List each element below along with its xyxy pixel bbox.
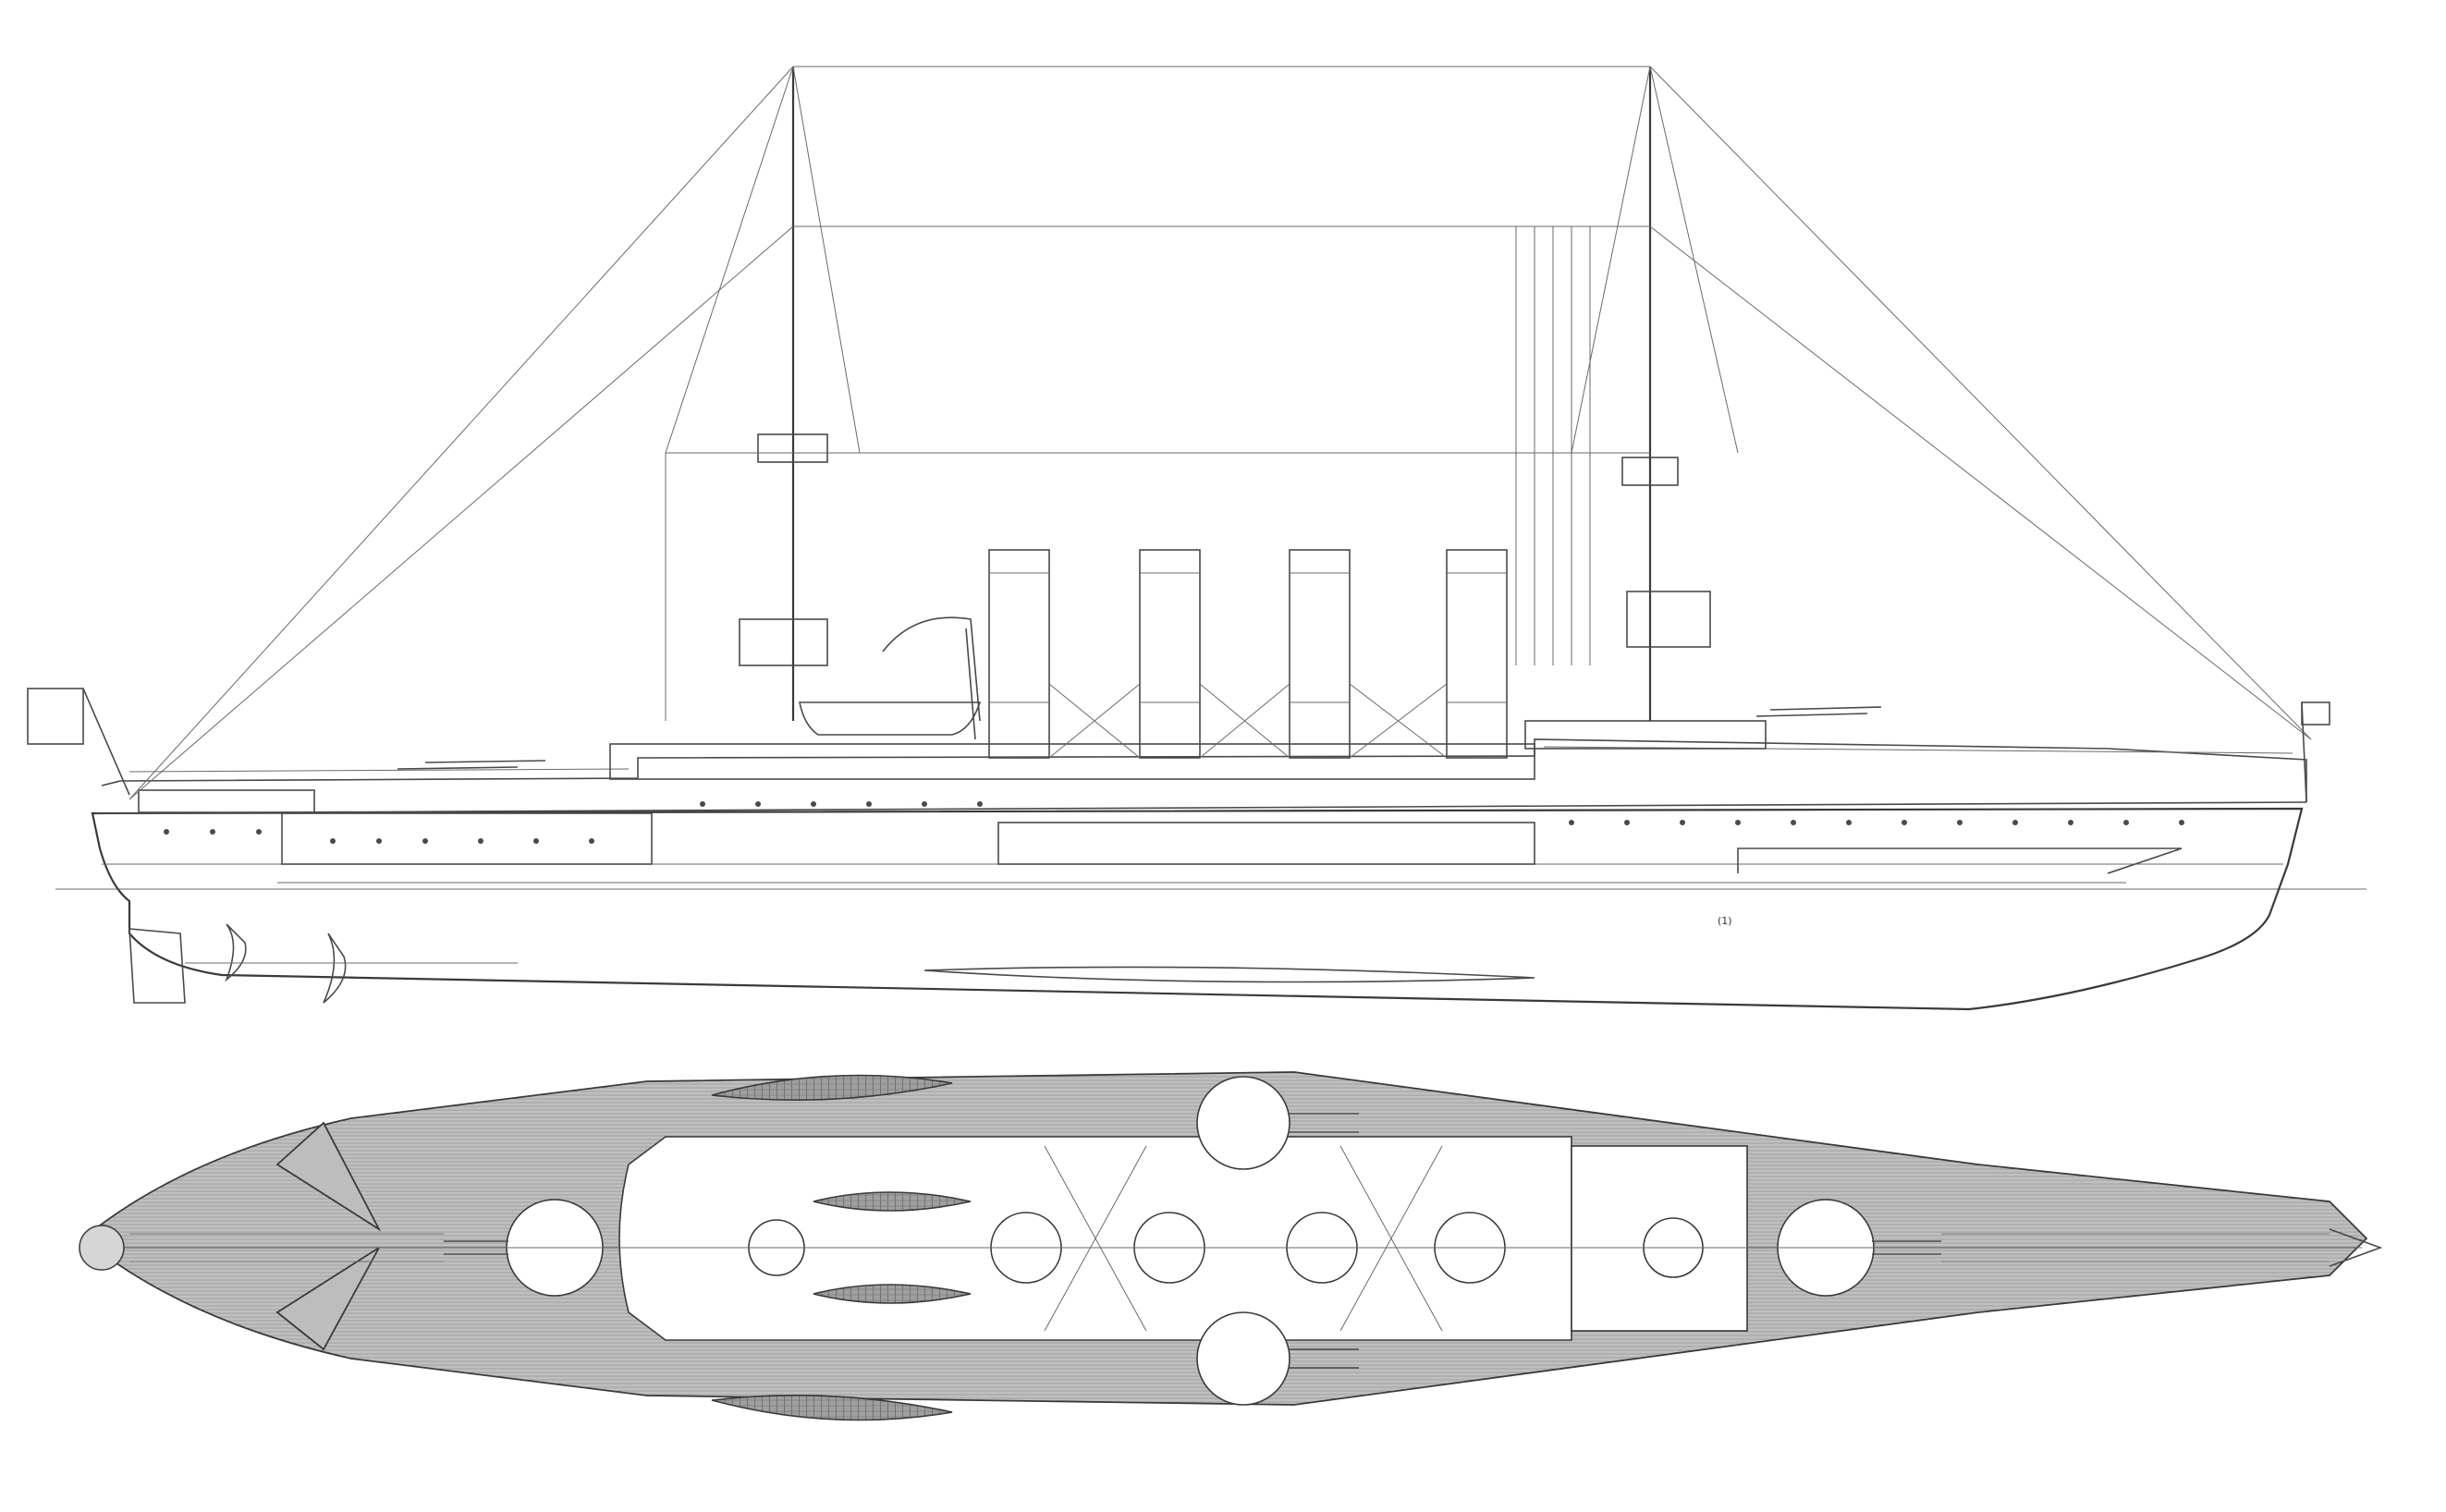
- funnel-4: [1446, 549, 1508, 759]
- stern-flagstaff: [82, 688, 130, 796]
- bilge-keel: [923, 966, 1535, 983]
- boat-upper-1: [711, 1074, 953, 1102]
- plan-view: [79, 1071, 2383, 1421]
- forecastle-house: [138, 789, 315, 813]
- plan-guns: [444, 1113, 1941, 1369]
- fore-top: [757, 433, 828, 463]
- funnel-1: [988, 549, 1050, 759]
- central-citadel: [997, 822, 1535, 865]
- hull-outline: [91, 807, 2304, 1011]
- main-top: [1621, 457, 1679, 486]
- bow-tip: [2329, 1228, 2383, 1267]
- aft-deckhouse: [1524, 720, 1767, 750]
- boat-mid-1: [813, 1191, 972, 1212]
- mid-deckhouse: [609, 743, 1535, 780]
- boat-lower-1: [711, 1394, 953, 1421]
- stern-flag: [27, 688, 84, 745]
- funnel-2: [1139, 549, 1201, 759]
- fore-bridge: [739, 618, 828, 666]
- propeller-1: [225, 923, 247, 982]
- aft-raised-belt: [1737, 847, 2183, 874]
- jack-flag: [2301, 701, 2330, 726]
- jack-staff: [2301, 701, 2307, 803]
- railing-fore: [128, 768, 630, 773]
- side-guns: [397, 706, 1882, 770]
- aft-bridge: [1626, 591, 1711, 648]
- stern-walk: [79, 1225, 125, 1271]
- rudder: [128, 928, 186, 1004]
- railing-aft: [1543, 746, 2293, 754]
- boat-crane: [882, 616, 981, 740]
- wing-turret-lower: [1196, 1311, 1290, 1406]
- propeller-2: [323, 933, 347, 1004]
- casemate-block: [281, 812, 653, 865]
- rigging: [128, 66, 2312, 800]
- side-elevation-view: (1): [27, 66, 2367, 1011]
- masts: [739, 67, 1711, 721]
- ship-boat-side: [799, 701, 982, 736]
- funnels: [988, 549, 1508, 759]
- wing-turret-upper: [1196, 1076, 1290, 1170]
- superstructure-deck: [101, 738, 2307, 802]
- plan-boats: [711, 1074, 972, 1421]
- boat-mid-2: [813, 1284, 972, 1304]
- plan-deck-braces: [1044, 1145, 1443, 1332]
- funnel-3: [1289, 549, 1351, 759]
- hull-marking: (1): [1718, 915, 1732, 927]
- stern-sponson-lower: [275, 1247, 380, 1351]
- portholes: [164, 801, 2184, 844]
- stern-sponson-upper: [275, 1121, 382, 1232]
- main-deck-line: [96, 801, 2307, 814]
